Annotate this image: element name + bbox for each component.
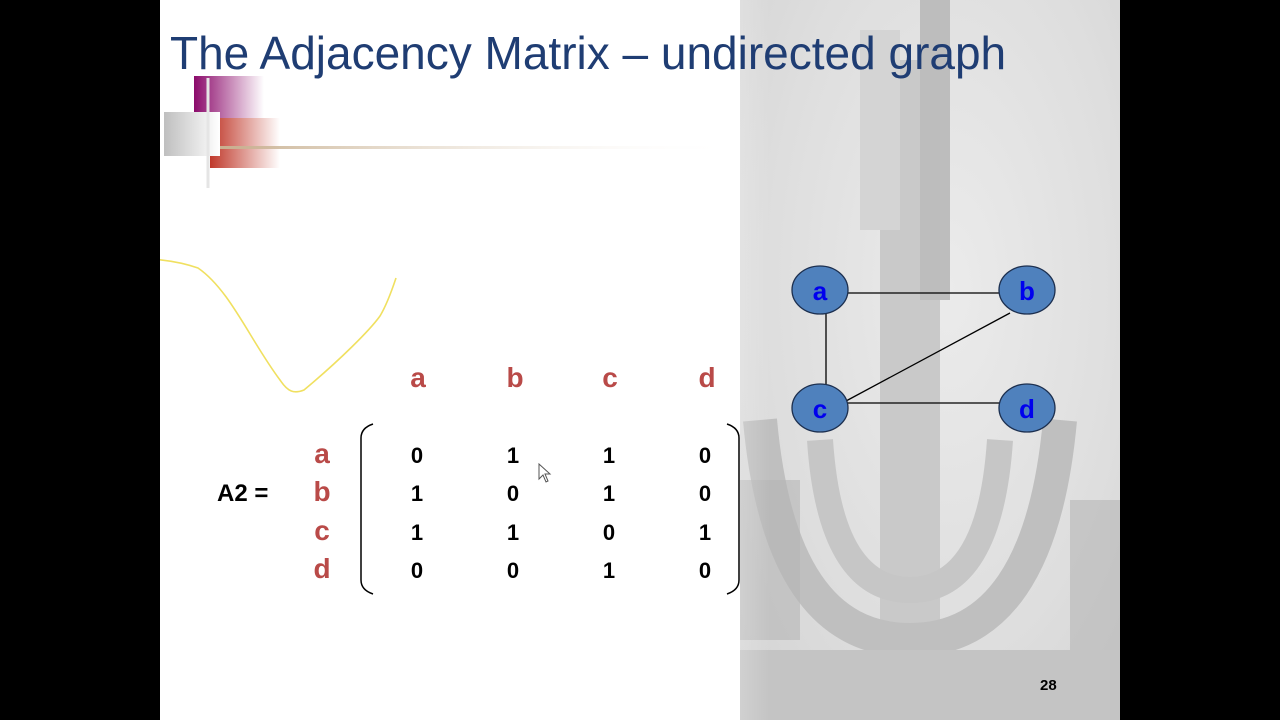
matrix-cell: 0	[410, 558, 424, 583]
matrix-cell: 0	[506, 558, 520, 583]
matrix-cell: 0	[698, 443, 712, 468]
node-b-label: b	[1019, 276, 1035, 306]
matrix-brackets	[360, 423, 740, 595]
decorative-squares	[164, 76, 740, 188]
column-header-b: b	[506, 362, 524, 393]
background-fade	[630, 0, 770, 720]
matrix-cell: 1	[602, 481, 616, 506]
node-a-label: a	[813, 276, 828, 306]
node-a: a	[791, 265, 849, 315]
matrix-cell: 0	[410, 443, 424, 468]
slide: The Adjacency Matrix – undirected graph …	[160, 0, 1120, 720]
row-header-b: b	[313, 476, 331, 507]
matrix-cell: 1	[602, 558, 616, 583]
node-b: b	[998, 265, 1056, 315]
mouse-cursor-icon	[538, 463, 552, 483]
slide-title: The Adjacency Matrix – undirected graph	[170, 27, 1007, 79]
row-header-a: a	[314, 438, 330, 469]
row-header-d: d	[313, 553, 331, 584]
matrix-cell: 1	[602, 443, 616, 468]
matrix-cell: 1	[506, 520, 520, 545]
background-photo	[740, 0, 1120, 720]
matrix-cell: 0	[698, 558, 712, 583]
matrix-cell: 1	[698, 520, 712, 545]
row-header-c: c	[314, 515, 330, 546]
node-d-label: d	[1019, 394, 1035, 424]
matrix-cell: 1	[410, 520, 424, 545]
ink-annotation	[160, 259, 397, 393]
page-number: 28	[1040, 677, 1057, 694]
edge-b-c	[845, 312, 1011, 402]
column-header-d: d	[698, 362, 716, 393]
column-header-c: c	[602, 362, 618, 393]
matrix-cell: 0	[602, 520, 616, 545]
column-header-a: a	[410, 362, 426, 393]
matrix-cell: 0	[698, 481, 712, 506]
menorah-sculpture	[740, 0, 1120, 720]
matrix-cell: 0	[506, 481, 520, 506]
matrix-label: A2 =	[217, 480, 269, 507]
graph-diagram: a b c d	[791, 265, 1056, 433]
node-c-label: c	[813, 394, 827, 424]
node-d: d	[998, 383, 1056, 433]
node-c: c	[791, 383, 849, 433]
matrix-cell: 1	[506, 443, 520, 468]
matrix-cell: 1	[410, 481, 424, 506]
